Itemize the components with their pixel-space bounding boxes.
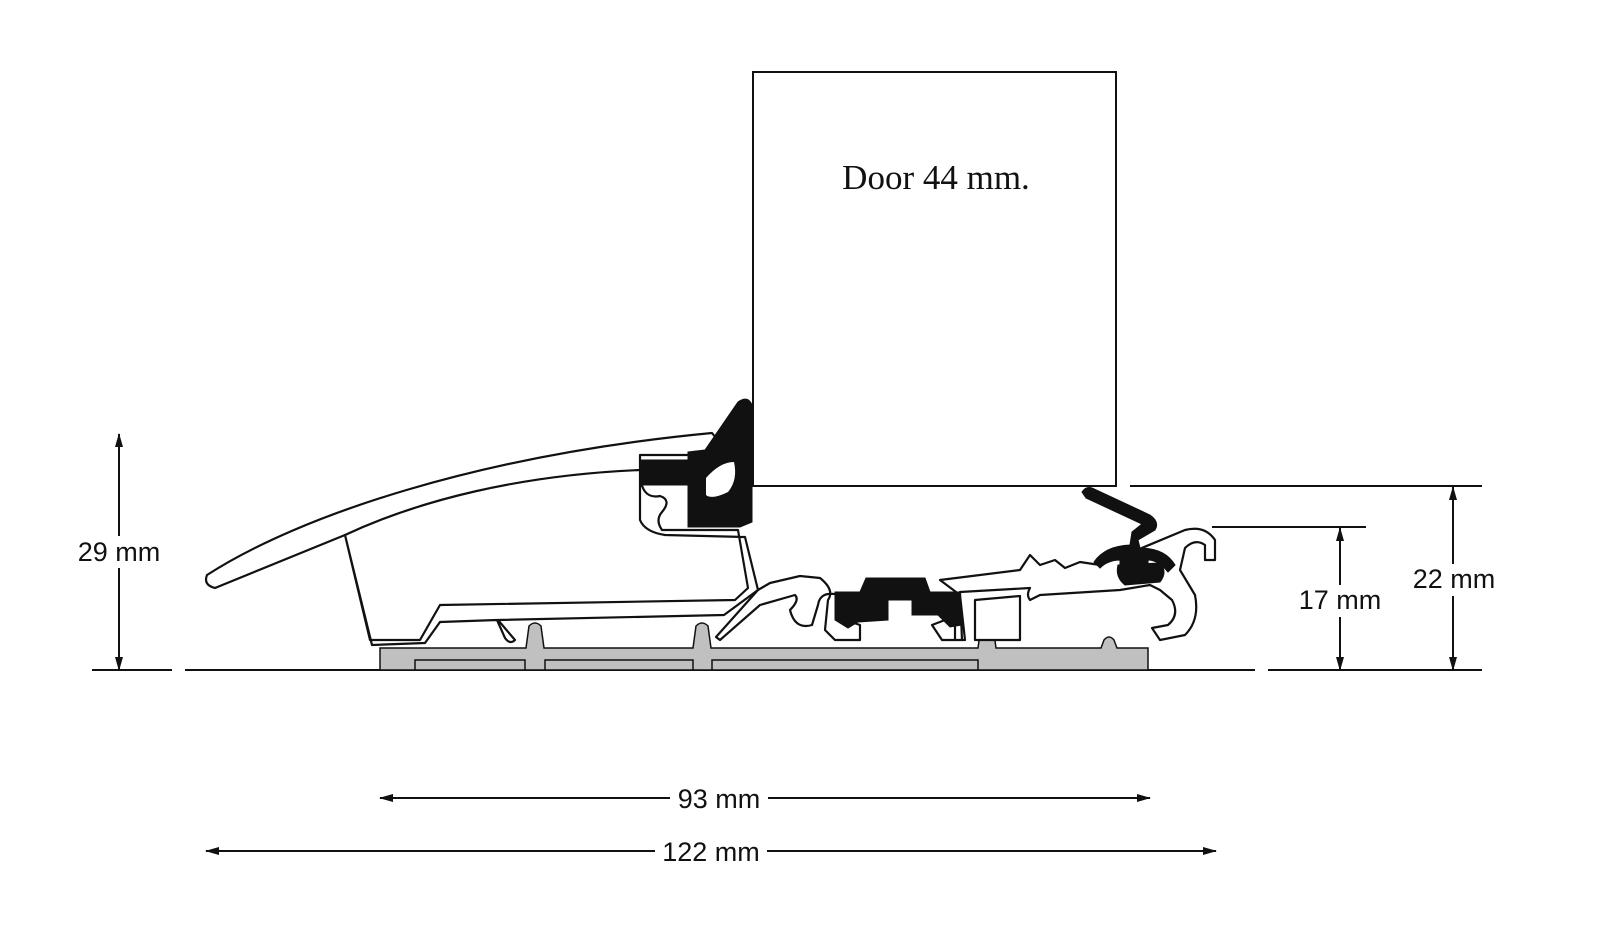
center-seal [834,577,963,629]
sill-seal [1081,487,1176,586]
dim-93mm-label: 93 mm [678,784,761,814]
dim-17mm-label: 17 mm [1299,585,1382,615]
dim-29mm-label: 29 mm [78,537,161,567]
dim-22mm-label: 22 mm [1413,564,1496,594]
dim-122mm-label: 122 mm [662,837,760,867]
door-seal [639,398,753,528]
door [752,71,1117,487]
base-profile [379,622,1149,671]
door-label: Door 44 mm. [842,158,1030,197]
